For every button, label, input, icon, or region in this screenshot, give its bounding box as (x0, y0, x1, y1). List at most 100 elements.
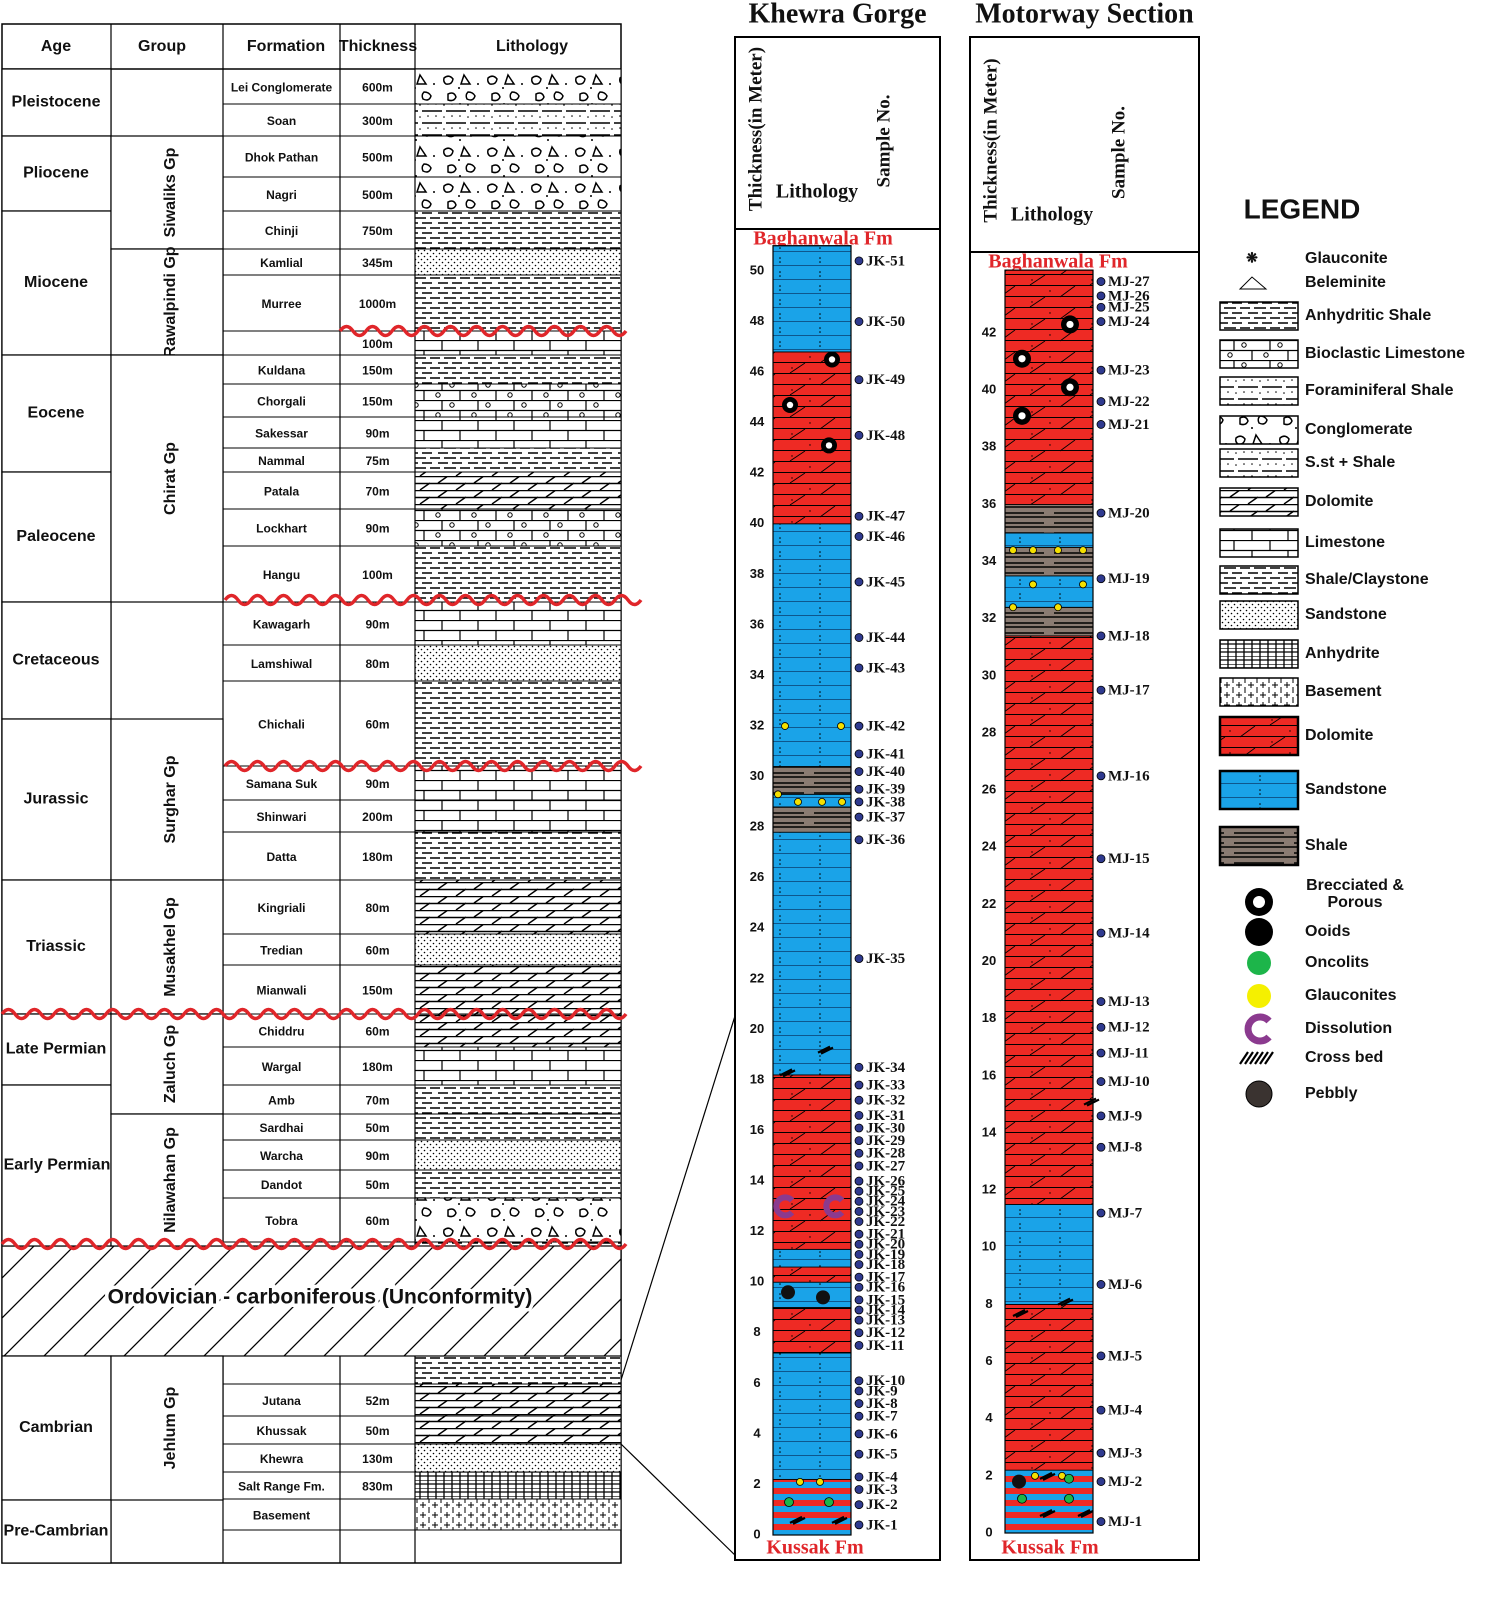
sample-label: JK-3 (866, 1482, 898, 1498)
sample-marker (854, 317, 864, 326)
header-age: Age (41, 38, 71, 55)
legend-label: Anhydritic Shale (1305, 307, 1431, 324)
formation-name: Kawagarh (253, 618, 310, 632)
sample-marker (854, 1282, 864, 1292)
sample-marker (1096, 1280, 1106, 1289)
lithology-cell (414, 416, 622, 449)
sample-label: JK-18 (866, 1257, 905, 1273)
lithology-cell (414, 545, 622, 603)
lithology-cell (414, 765, 622, 801)
section-title: Khewra Gorge (748, 0, 926, 29)
unconformity-line (338, 324, 628, 338)
sample-marker (854, 1110, 864, 1120)
top-formation-label: Baghanwala Fm (988, 251, 1128, 273)
lithology-cell (414, 1139, 622, 1171)
sample-marker (854, 1176, 864, 1186)
brecciated-symbol (825, 442, 833, 449)
age-label: Late Permian (6, 1041, 106, 1058)
glauconite-symbol (1079, 546, 1087, 555)
age-cell (1, 718, 112, 881)
sample-label: JK-39 (866, 782, 905, 798)
brecciated-symbol (1018, 355, 1026, 363)
glauconite-symbol (1054, 546, 1062, 555)
glauconite-symbol (818, 797, 826, 806)
legend-label: Dissolution (1305, 1020, 1392, 1037)
sample-marker (854, 1472, 864, 1482)
unconformity-line (223, 759, 643, 773)
axis-tick-label: 44 (750, 414, 765, 429)
sample-label: MJ-21 (1108, 417, 1150, 433)
sample-label: JK-45 (866, 574, 905, 590)
age-cell (1, 1013, 112, 1086)
formation-thickness: 200m (362, 810, 393, 824)
age-label: Pre-Cambrian (4, 1523, 109, 1540)
dissolution-icon (1244, 1013, 1272, 1045)
sample-marker (1096, 997, 1106, 1006)
sample-marker (854, 1500, 864, 1510)
formation-thickness: 52m (365, 1394, 389, 1408)
sample-label: JK-21 (866, 1227, 905, 1243)
cross-bed-icon (1239, 1051, 1274, 1065)
sample-label: JK-37 (866, 809, 906, 825)
sample-marker (854, 749, 864, 759)
group-label: Nilawahan Gp (162, 1127, 179, 1233)
axis-tick-label: 24 (982, 839, 997, 854)
age-label: Jurassic (24, 791, 89, 808)
axis-tick-label: 38 (982, 439, 996, 454)
legend-label: Shale (1305, 837, 1348, 854)
formation-name: Kuldana (258, 364, 306, 378)
sample-label: JK-15 (866, 1292, 905, 1308)
sample-label: JK-17 (866, 1270, 906, 1286)
sample-marker (854, 633, 864, 642)
axis-tick-label: 12 (982, 1182, 996, 1197)
sample-label: JK-13 (866, 1313, 905, 1329)
bottom-formation-label: Kussak Fm (1001, 1537, 1099, 1559)
sample-marker (854, 577, 864, 587)
sample-label: JK-6 (866, 1426, 898, 1442)
sample-marker (854, 954, 864, 964)
age-label: Pliocene (23, 165, 89, 182)
lithology-bed (1004, 1204, 1094, 1305)
formation-thickness: 750m (362, 224, 393, 238)
formation-name: Chorgali (257, 395, 306, 409)
lithology-cell (414, 447, 622, 473)
legend-label: Anhydrite (1305, 645, 1380, 662)
sample-marker (1096, 1077, 1106, 1086)
dissolution-symbol (773, 1194, 795, 1219)
lithology-cell (414, 354, 622, 385)
formation-thickness: 60m (365, 944, 389, 958)
anhydritic-shale-icon (1219, 301, 1299, 331)
glauconite-symbol (1031, 1471, 1039, 1480)
age-label: Eocene (28, 405, 85, 422)
group-label: Surghar Gp (162, 755, 179, 843)
group-cell (110, 1355, 224, 1501)
oncolite-symbol (1064, 1473, 1074, 1484)
axis-tick-label: 24 (750, 920, 765, 935)
lithology-cell (414, 933, 622, 966)
sample-marker (854, 1341, 864, 1350)
ooid-symbol (816, 1290, 830, 1305)
ordovician-gap (1, 1245, 622, 1357)
formation-name: Wargal (262, 1060, 302, 1074)
formation-thickness: 345m (362, 256, 393, 270)
axis-tick-label: 30 (982, 667, 996, 682)
sample-marker (1096, 277, 1106, 286)
lithology-bed (772, 831, 852, 1076)
axis-tick-label: 20 (750, 1021, 764, 1036)
legend-label: Beleminite (1305, 274, 1386, 291)
sample-marker (854, 1207, 864, 1216)
axis-tick-label: 34 (750, 667, 765, 682)
sample-marker (1096, 1022, 1106, 1032)
oncolite-icon (1247, 951, 1271, 975)
cross-bed-symbol (1083, 1097, 1100, 1107)
sample-marker (854, 1328, 864, 1338)
formation-thickness: 180m (362, 850, 393, 864)
sample-label: JK-29 (866, 1133, 905, 1149)
sample-label: JK-22 (866, 1214, 905, 1230)
lithology-bed (1004, 532, 1094, 548)
formation-name: Lei Conglomerate (231, 81, 333, 95)
sample-label: JK-5 (866, 1447, 898, 1463)
age-label: Cretaceous (12, 652, 99, 669)
axis-tick-label: 30 (750, 768, 764, 783)
pebble-symbol (1012, 1474, 1026, 1489)
